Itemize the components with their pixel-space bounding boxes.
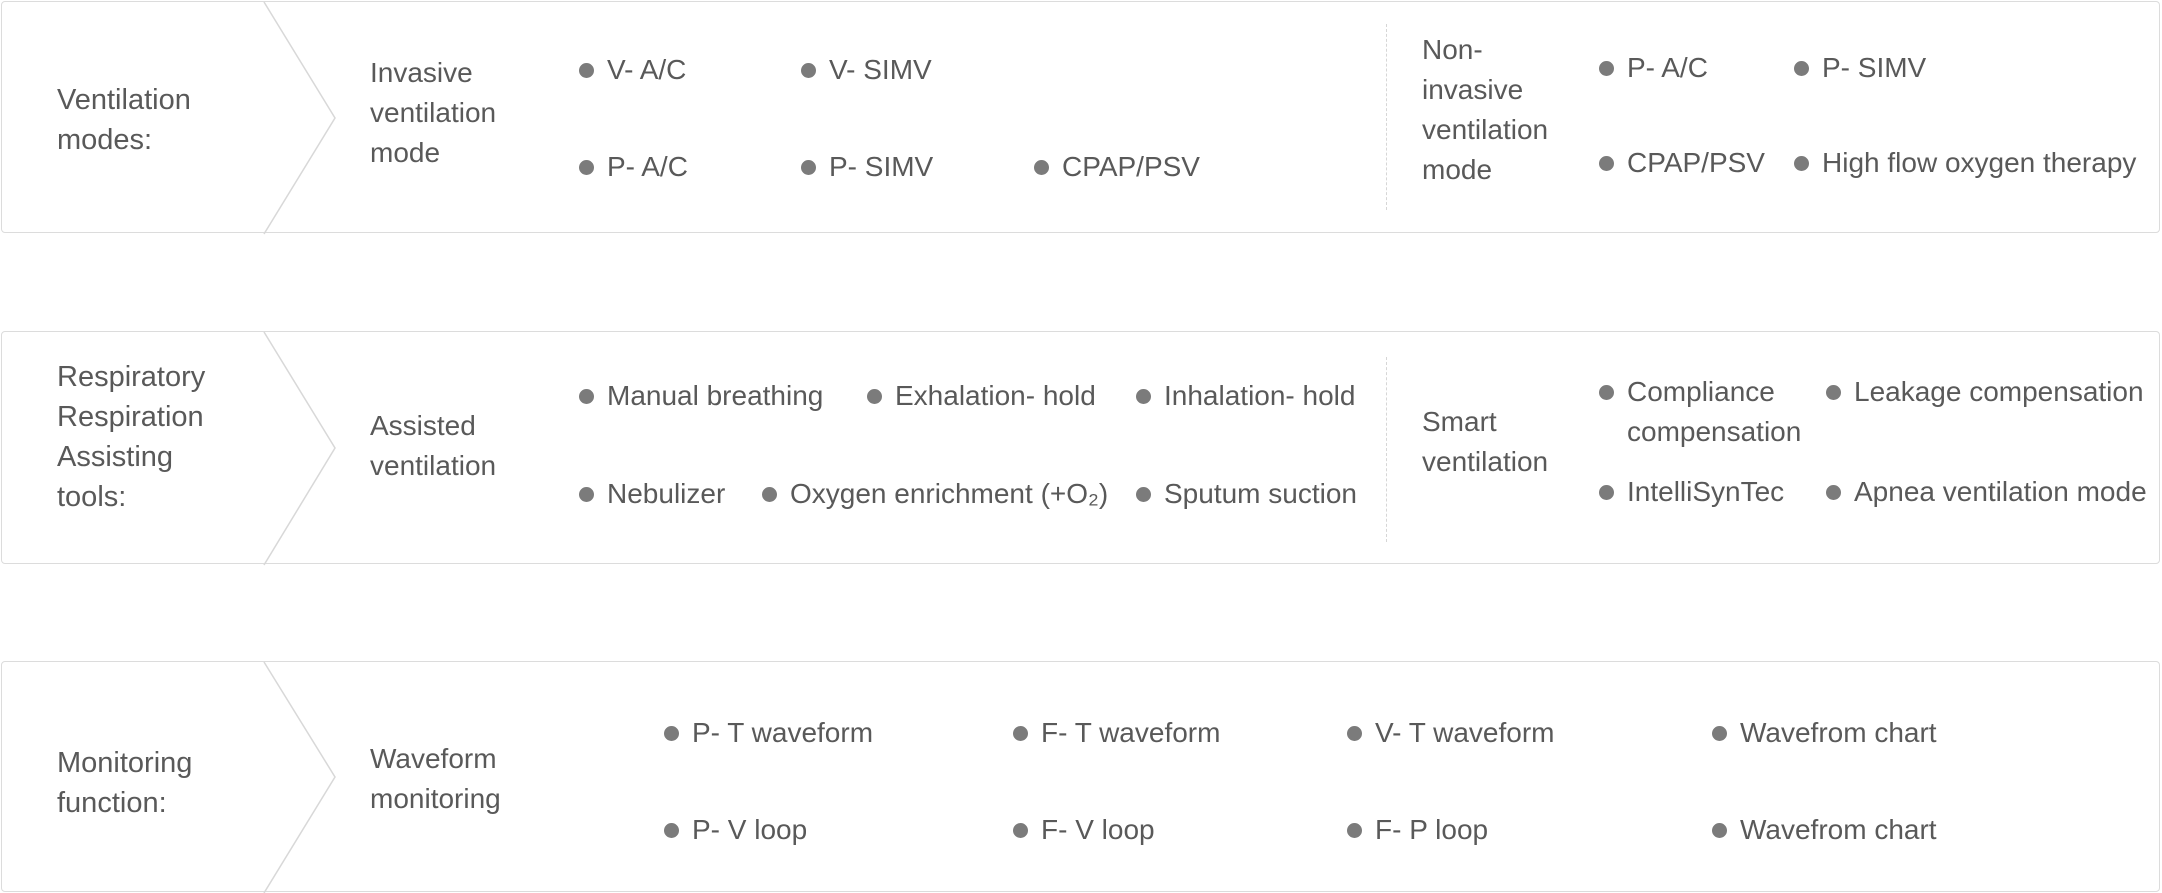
bullet-icon <box>1136 487 1151 502</box>
bullet-icon <box>1712 726 1727 741</box>
row-label-line: modes: <box>57 124 153 156</box>
bullet-icon <box>867 389 882 404</box>
group-title-line: Assisted <box>370 410 476 441</box>
bullet-icon <box>664 726 679 741</box>
group-title-line: Waveform <box>370 743 497 774</box>
row-label-line: Respiratory <box>57 361 206 393</box>
group-title-line: monitoring <box>370 783 501 814</box>
bullet-icon <box>1013 823 1028 838</box>
group-title-line: mode <box>1422 154 1493 185</box>
bullet-icon <box>1712 823 1727 838</box>
bullet-icon <box>579 389 594 404</box>
group-title-line: ventilation <box>370 97 497 128</box>
group-title-line: ventilation <box>370 450 497 481</box>
bullet-icon <box>1826 385 1841 400</box>
bullet-icon <box>1034 160 1049 175</box>
row-label-line: function: <box>57 787 167 819</box>
group-title-line: Invasive <box>370 57 473 88</box>
bullet-icon <box>1347 823 1362 838</box>
bullet-icon <box>579 63 594 78</box>
bullet-icon <box>1347 726 1362 741</box>
row-label-line: Assisting <box>57 441 174 473</box>
group-title-line: ventilation <box>1422 446 1549 477</box>
bullet-icon <box>1794 156 1809 171</box>
dashed-divider <box>1386 357 1387 542</box>
row-label-line: Monitoring <box>57 747 193 779</box>
group-title-line: Non- <box>1422 34 1483 65</box>
group-title-line: mode <box>370 137 441 168</box>
bullet-icon <box>1599 156 1614 171</box>
bullet-icon <box>579 487 594 502</box>
bullet-icon <box>1013 726 1028 741</box>
bullet-icon <box>762 487 777 502</box>
bullet-icon <box>664 823 679 838</box>
bullet-icon <box>1599 485 1614 500</box>
respiration-assisting-tools-panel: Respiratory Respiration Assisting tools:… <box>1 331 2160 566</box>
row-label-line: Ventilation <box>57 84 191 116</box>
chevron-divider-icon <box>263 661 336 893</box>
row-label-line: Respiration <box>57 401 204 433</box>
dashed-divider <box>1386 24 1387 210</box>
group-title-line: Smart <box>1422 406 1497 437</box>
chevron-divider-icon <box>263 331 336 566</box>
bullet-icon <box>1794 61 1809 76</box>
group-title-line: invasive <box>1422 74 1524 105</box>
row-label-line: tools: <box>57 481 127 513</box>
bullet-icon <box>1599 385 1614 400</box>
bullet-icon <box>1136 389 1151 404</box>
bullet-icon <box>1826 485 1841 500</box>
bullet-icon <box>801 160 816 175</box>
chevron-divider-icon <box>263 1 336 235</box>
bullet-icon <box>1599 61 1614 76</box>
bullet-icon <box>579 160 594 175</box>
monitoring-function-panel: Monitoring function: Waveform monitoring… <box>1 661 2160 893</box>
ventilation-modes-panel: Ventilation modes: Invasive ventilation … <box>1 1 2160 235</box>
bullet-icon <box>801 63 816 78</box>
group-title-line: ventilation <box>1422 114 1549 145</box>
